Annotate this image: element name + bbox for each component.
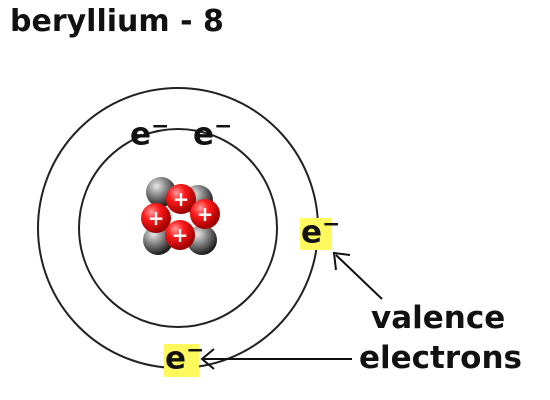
proton [165,220,195,250]
electron-symbol: e [193,116,215,153]
electron-charge: − [214,114,233,139]
electron-symbol: e [130,116,152,153]
valence-highlight-right [300,218,332,250]
electron-charge: − [151,114,170,139]
proton-sign: + [197,202,214,226]
valence-arrow-lower-head [200,348,215,370]
electron-symbol: e [301,214,323,251]
valence-arrow-upper-head [332,251,351,271]
electron-charge: − [322,212,341,237]
electron-symbol: e [165,340,187,377]
annotation-line-1: valence [371,300,506,336]
valence-arrow-upper [335,254,383,300]
proton [166,184,196,214]
inner-electron-right: e− [193,114,232,152]
proton-sign: + [148,206,165,230]
electron-charge: − [186,338,205,363]
nucleus: + + + + [141,177,220,255]
valence-electron-right: e− [301,212,340,250]
proton [190,199,220,229]
valence-highlight-bottom [164,344,199,377]
inner-electron-shell [78,128,278,328]
annotation-line-2: electrons [359,340,522,376]
inner-electron-left: e− [130,114,169,152]
valence-electron-bottom: e− [165,338,204,376]
proton-sign: + [172,223,189,247]
proton-sign: + [173,187,190,211]
diagram-title: beryllium - 8 [10,4,224,39]
proton [141,203,171,233]
